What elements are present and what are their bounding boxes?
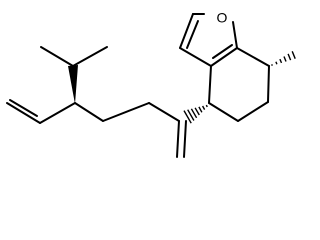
oxygen-atom: O bbox=[217, 10, 228, 26]
furan-ring bbox=[179, 13, 238, 67]
methyl-hashed-wedge bbox=[271, 51, 296, 66]
isopropyl-solid-wedge bbox=[68, 65, 78, 104]
side-chain bbox=[74, 102, 187, 158]
bond-c5-c4 bbox=[208, 102, 239, 122]
bond-c7a-c7 bbox=[236, 47, 270, 67]
oxygen-label: O bbox=[217, 10, 228, 26]
stereocenter-branch bbox=[6, 46, 108, 124]
bond-c3-c3a bbox=[179, 47, 212, 67]
bond-c7a-o bbox=[232, 21, 238, 49]
bond-vinyl-double-2 bbox=[9, 99, 38, 117]
bond-methylene-2 bbox=[183, 120, 187, 158]
bond-c3a-c7a bbox=[210, 47, 238, 67]
bond-isopropyl-methyl-1 bbox=[40, 46, 74, 67]
cyclohexene-ring bbox=[208, 47, 270, 122]
bond-c4-c3a bbox=[208, 65, 212, 104]
bond-c4p-vinyl bbox=[39, 102, 76, 124]
bond-c7-c6 bbox=[267, 65, 270, 103]
bond-c6-c5 bbox=[237, 101, 269, 122]
c4-sidechain-hashed-wedge bbox=[183, 104, 208, 124]
molecule-structure-diagram: O bbox=[6, 10, 296, 158]
bond-c2-c3 bbox=[179, 13, 194, 49]
bond-c1p-c2p bbox=[148, 102, 180, 122]
bond-c3p-c4p bbox=[74, 102, 104, 122]
bond-c2p-c3p bbox=[102, 102, 150, 122]
bond-vinyl-double-1 bbox=[6, 102, 41, 124]
bond-c3a-c7a-double bbox=[212, 44, 233, 59]
bond-c2-c3-double bbox=[186, 20, 199, 49]
bond-isopropyl-methyl-2 bbox=[72, 46, 108, 67]
bond-methylene-1 bbox=[176, 120, 180, 158]
